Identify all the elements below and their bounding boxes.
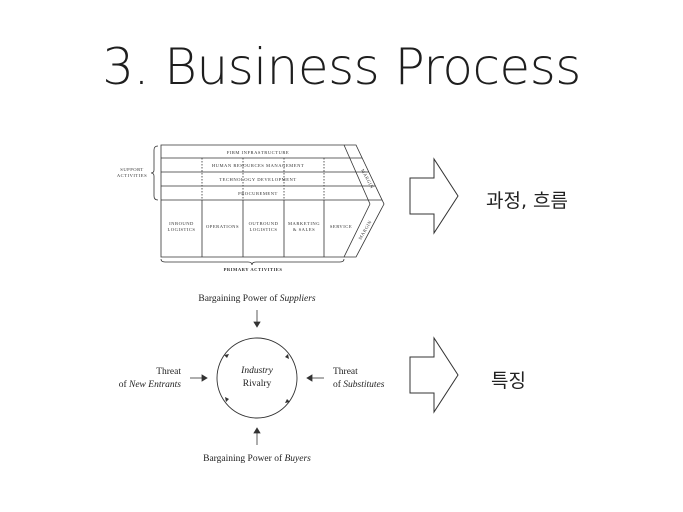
five-forces-caption: 특징 bbox=[491, 370, 526, 392]
primary-operations: OPERATIONS bbox=[206, 224, 239, 229]
support-label-line2: ACTIVITIES bbox=[117, 173, 147, 178]
buyers-label: Bargaining Power of Buyers bbox=[203, 453, 311, 464]
new-entrants-line2: of New Entrants bbox=[119, 379, 182, 390]
five-forces-diagram: Bargaining Power of Suppliers Bargaining… bbox=[119, 293, 385, 464]
substitutes-line2: of Substitutes bbox=[333, 379, 385, 390]
primary-outbound-line1: OUTBOUND bbox=[249, 221, 279, 226]
primary-inbound-line2: LOGISTICS bbox=[168, 227, 196, 232]
industry-label: Industry bbox=[240, 366, 273, 376]
arrow-right-1 bbox=[409, 157, 459, 235]
support-brace bbox=[150, 145, 159, 201]
primary-inbound-line1: INBOUND bbox=[169, 221, 194, 226]
rivalry-label: Rivalry bbox=[243, 379, 272, 389]
rivalry-circle bbox=[216, 337, 298, 419]
value-chain-caption: 과정, 흐름 bbox=[486, 190, 568, 212]
primary-marketing-line1: MARKETING bbox=[288, 221, 320, 226]
arrow-right-2 bbox=[409, 336, 459, 414]
primary-activities-label: PRIMARY ACTIVITIES bbox=[224, 267, 283, 272]
primary-service: SERVICE bbox=[330, 224, 352, 229]
support-label-line1: SUPPORT bbox=[120, 167, 143, 172]
support-row-hr-management: HUMAN RESOURCES MANAGEMENT bbox=[212, 163, 304, 168]
primary-brace bbox=[160, 258, 345, 266]
suppliers-label: Bargaining Power of Suppliers bbox=[198, 293, 316, 304]
primary-marketing-line2: & SALES bbox=[293, 227, 315, 232]
substitutes-line1: Threat bbox=[333, 367, 358, 377]
value-chain-outline bbox=[160, 144, 385, 258]
primary-outbound-line2: LOGISTICS bbox=[250, 227, 278, 232]
new-entrants-line1: Threat bbox=[156, 367, 181, 377]
support-row-firm-infrastructure: FIRM INFRASTRUCTURE bbox=[227, 150, 289, 155]
value-chain-diagram bbox=[150, 144, 385, 266]
support-row-procurement: PROCUREMENT bbox=[238, 191, 278, 196]
slide-title: 3. Business Process bbox=[102, 38, 581, 96]
support-row-technology: TECHNOLOGY DEVELOPMENT bbox=[219, 177, 296, 182]
